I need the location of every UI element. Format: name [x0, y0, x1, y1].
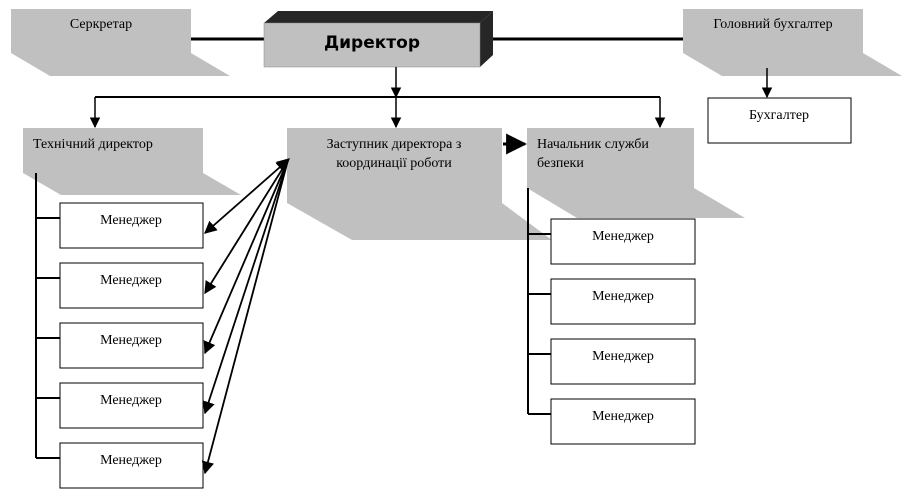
technical-manager-box [59, 322, 204, 369]
security-manager-box [550, 218, 696, 265]
security-manager-node[interactable]: Менеджер [550, 338, 696, 385]
deputy-manager-arrow [202, 159, 289, 415]
technical-manager-node[interactable]: Менеджер [59, 382, 204, 429]
technical-manager-label: Менеджер [100, 333, 162, 348]
technical-director-shadow [23, 173, 241, 195]
deputy-arrowhead [276, 158, 290, 172]
deputy-manager-arrow [204, 159, 289, 295]
security-head-shadow [527, 188, 745, 218]
security-head-label-line2: безпеки [537, 156, 584, 171]
technical-manager-node[interactable]: Менеджер [59, 442, 204, 489]
security-manager-box [550, 338, 696, 385]
technical-manager-node[interactable]: Менеджер [59, 202, 204, 249]
deputy-director-label-line2: координації роботи [336, 156, 452, 171]
security-manager-label: Менеджер [592, 289, 654, 304]
chief-accountant-node[interactable]: Головний бухгалтер [683, 9, 902, 76]
technical-director-node[interactable]: Технічний директор [23, 128, 241, 195]
security-manager-label: Менеджер [592, 349, 654, 364]
security-manager-node[interactable]: Менеджер [550, 218, 696, 265]
accountant-box [707, 97, 852, 144]
security-head-label-line1: Начальник служби [537, 137, 649, 152]
technical-manager-box [59, 202, 204, 249]
chief-accountant-label: Головний бухгалтер [713, 17, 832, 32]
secretary-box [11, 9, 191, 53]
technical-manager-label: Менеджер [100, 393, 162, 408]
technical-manager-box [59, 382, 204, 429]
technical-manager-node[interactable]: Менеджер [59, 262, 204, 309]
technical-manager-box [59, 442, 204, 489]
secretary-node[interactable]: Серкретар [11, 9, 230, 76]
secretary-shadow [11, 53, 230, 76]
security-manager-node[interactable]: Менеджер [550, 398, 696, 445]
security-head-box [527, 128, 694, 188]
security-manager-label: Менеджер [592, 409, 654, 424]
security-head-node[interactable]: Начальник служби безпеки [527, 128, 745, 218]
accountant-label: Бухгалтер [749, 108, 809, 123]
technical-director-label: Технічний директор [33, 137, 153, 152]
chief-accountant-shadow [683, 53, 902, 76]
director-top-face [264, 11, 493, 23]
director-label: Директор [324, 33, 420, 53]
security-manager-label: Менеджер [592, 229, 654, 244]
secretary-label: Серкретар [70, 17, 132, 32]
chief-accountant-box [683, 9, 863, 53]
deputy-manager-arrow [201, 159, 289, 475]
deputy-director-box [287, 128, 502, 203]
director-node[interactable]: Директор [263, 11, 493, 68]
deputy-director-shadow [287, 203, 552, 240]
deputy-manager-arrow [203, 159, 289, 355]
technical-manager-node[interactable]: Менеджер [59, 322, 204, 369]
deputy-director-node[interactable]: Заступник директора з координації роботи [287, 128, 552, 240]
technical-manager-box [59, 262, 204, 309]
technical-manager-label: Менеджер [100, 453, 162, 468]
technical-manager-label: Менеджер [100, 273, 162, 288]
technical-director-box [23, 128, 203, 173]
accountant-node[interactable]: Бухгалтер [707, 97, 852, 144]
director-box [263, 22, 481, 68]
technical-manager-label: Менеджер [100, 213, 162, 228]
deputy-manager-arrow [204, 159, 289, 234]
security-manager-box [550, 278, 696, 325]
security-manager-box [550, 398, 696, 445]
deputy-manager-arrows [201, 158, 290, 475]
deputy-director-label-line1: Заступник директора з [327, 137, 462, 152]
director-side-face [480, 11, 493, 67]
security-manager-node[interactable]: Менеджер [550, 278, 696, 325]
